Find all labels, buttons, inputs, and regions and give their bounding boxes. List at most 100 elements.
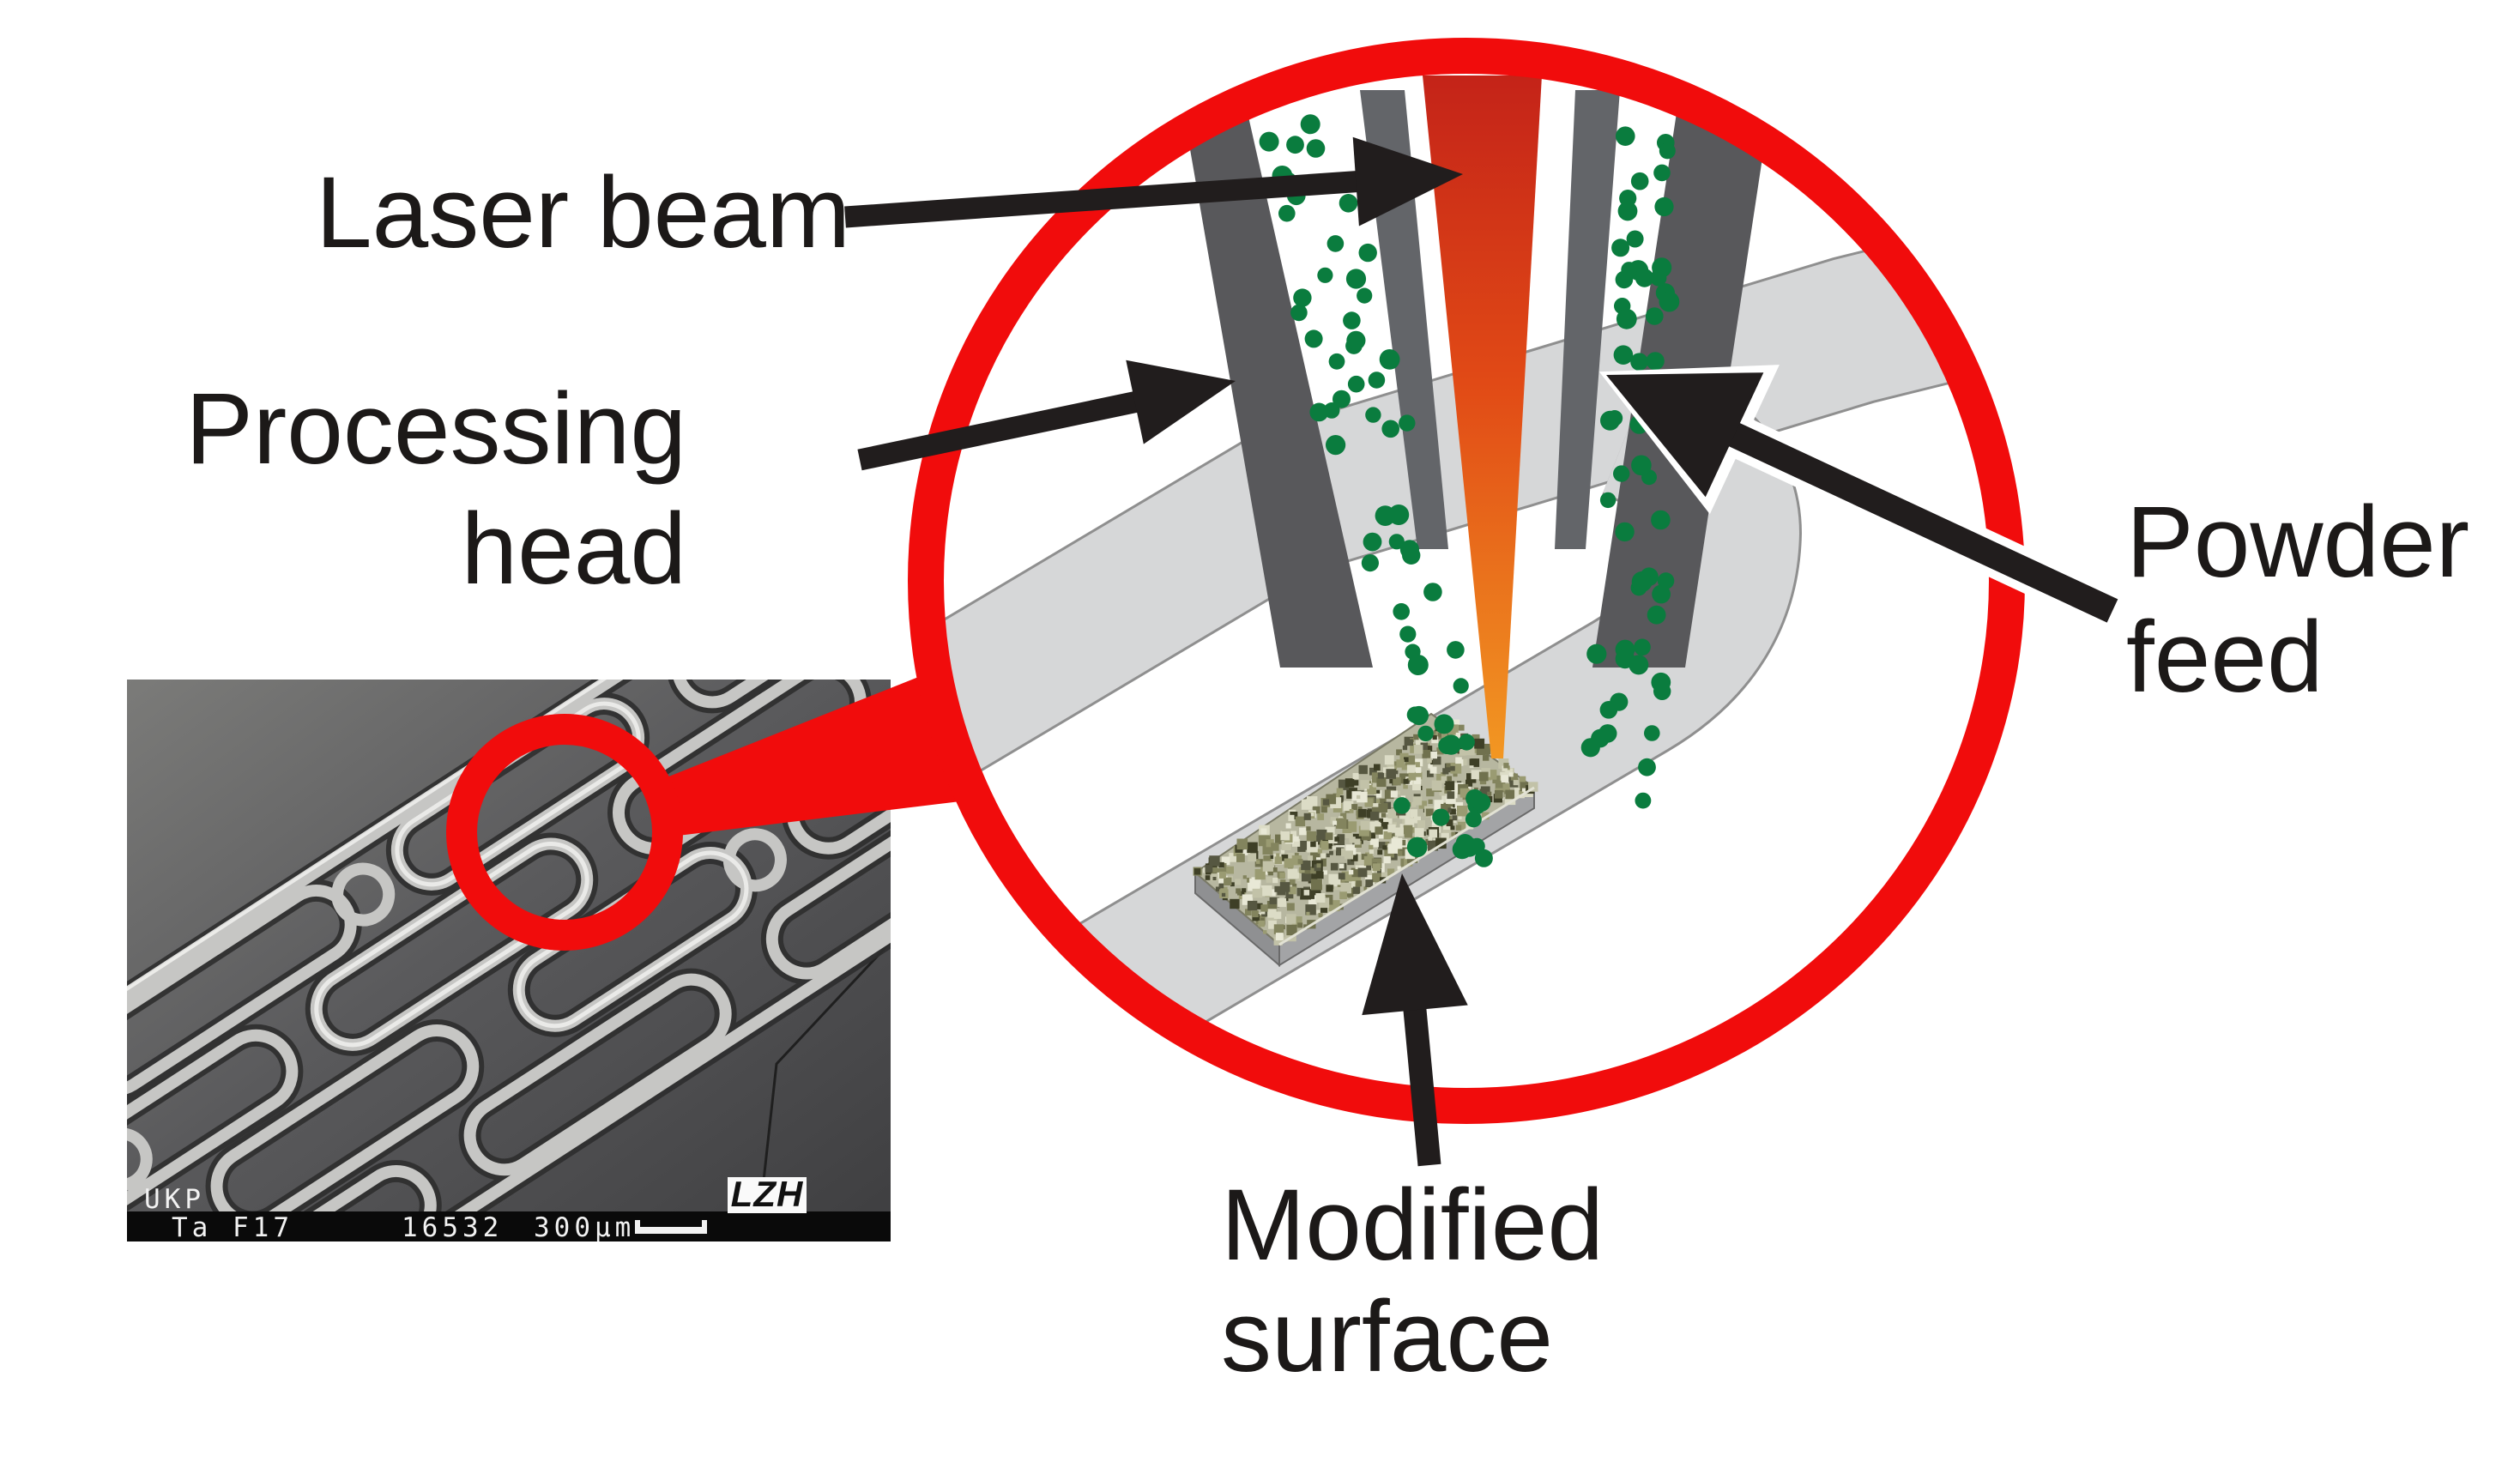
speckle xyxy=(1305,890,1314,899)
speckle xyxy=(1212,877,1217,880)
powder-particle xyxy=(1259,131,1279,152)
speckle xyxy=(1267,909,1277,918)
speckle xyxy=(1369,867,1380,877)
speckle xyxy=(1505,768,1514,776)
speckle xyxy=(1373,782,1378,788)
speckle xyxy=(1316,863,1321,868)
speckle xyxy=(1406,764,1416,774)
speckle xyxy=(1261,907,1272,917)
speckle xyxy=(1414,771,1423,780)
speckle xyxy=(1274,885,1281,892)
speckle xyxy=(1297,859,1303,864)
speckle xyxy=(1316,857,1321,862)
speckle xyxy=(1451,719,1460,728)
annotation-arrows xyxy=(844,136,2122,1167)
powder-particle xyxy=(1300,114,1320,135)
speckle xyxy=(1414,762,1420,768)
speckle xyxy=(1320,841,1329,849)
speckle xyxy=(1236,854,1245,862)
speckle xyxy=(1340,813,1347,819)
speckle xyxy=(1479,777,1487,785)
speckle xyxy=(1271,843,1279,851)
speckle xyxy=(1394,827,1404,837)
speckle xyxy=(1344,850,1353,860)
speckle xyxy=(1412,796,1423,806)
speckle xyxy=(1272,867,1278,873)
powder-particle xyxy=(1617,201,1638,221)
powder-particle xyxy=(1455,834,1475,853)
speckle xyxy=(1248,853,1257,862)
speckle xyxy=(1303,813,1311,820)
speckle xyxy=(1430,759,1435,765)
speckle xyxy=(1325,826,1335,837)
speckle xyxy=(1258,920,1265,927)
speckle xyxy=(1513,780,1519,786)
powder-particle xyxy=(1423,583,1442,601)
speckle xyxy=(1367,785,1377,794)
sem-logo-box xyxy=(728,1177,807,1213)
speckle xyxy=(1505,789,1515,800)
powder-particle xyxy=(1409,705,1429,726)
speckle xyxy=(1273,924,1284,934)
speckle xyxy=(1427,770,1434,777)
speckle xyxy=(1453,819,1457,824)
speckle xyxy=(1230,882,1235,887)
powder-particle xyxy=(1407,655,1429,675)
speckle xyxy=(1306,911,1310,915)
speckle xyxy=(1218,871,1226,879)
speckle xyxy=(1427,758,1432,764)
arrow-laser-beam-head xyxy=(1352,136,1463,227)
speckle xyxy=(1432,734,1437,740)
speckle xyxy=(1474,738,1484,749)
speckle xyxy=(1284,858,1294,868)
speckle xyxy=(1292,883,1297,888)
label-modified-surface-line2: surface xyxy=(1221,1280,1553,1393)
speckle xyxy=(1442,768,1449,775)
label-powder-feed-line2: feed xyxy=(2126,601,2324,714)
speckle xyxy=(1378,842,1386,849)
speckle xyxy=(1351,804,1358,811)
speckle xyxy=(1339,863,1345,869)
powder-particle xyxy=(1598,724,1617,743)
speckle xyxy=(1287,868,1298,879)
powder-particle xyxy=(1304,329,1323,348)
speckle xyxy=(1357,794,1361,800)
speckle xyxy=(1348,869,1354,875)
speckle xyxy=(1242,888,1247,893)
speckle xyxy=(1377,849,1383,855)
speckle xyxy=(1274,856,1283,864)
speckle xyxy=(1453,772,1458,777)
speckle xyxy=(1319,897,1330,909)
speckle xyxy=(1469,764,1474,769)
speckle xyxy=(1357,867,1368,878)
speckle xyxy=(1391,854,1398,861)
powder-particle xyxy=(1653,682,1671,700)
label-processing-head-line2: head xyxy=(461,492,686,606)
speckle xyxy=(1352,780,1359,786)
speckle xyxy=(1326,794,1337,805)
speckle xyxy=(1242,875,1247,879)
speckle xyxy=(1385,817,1393,825)
speckle xyxy=(1249,878,1260,889)
speckle xyxy=(1275,933,1284,940)
speckle xyxy=(1446,763,1451,768)
speckle xyxy=(1376,789,1381,794)
speckle xyxy=(1268,920,1277,929)
speckle xyxy=(1229,853,1238,862)
speckle xyxy=(1308,873,1318,884)
speckle xyxy=(1351,854,1358,861)
powder-particle xyxy=(1631,455,1652,476)
speckle xyxy=(1441,732,1447,739)
speckle xyxy=(1336,818,1347,829)
powder-particle xyxy=(1613,345,1634,366)
speckle xyxy=(1425,808,1434,817)
speckle xyxy=(1194,868,1201,875)
speckle xyxy=(1301,872,1312,882)
speckle xyxy=(1449,808,1456,815)
powder-particle xyxy=(1293,288,1312,307)
speckle xyxy=(1519,776,1526,783)
powder-particle xyxy=(1339,194,1358,213)
speckle xyxy=(1245,909,1252,915)
powder-particle xyxy=(1630,353,1648,372)
speckle xyxy=(1312,886,1321,896)
